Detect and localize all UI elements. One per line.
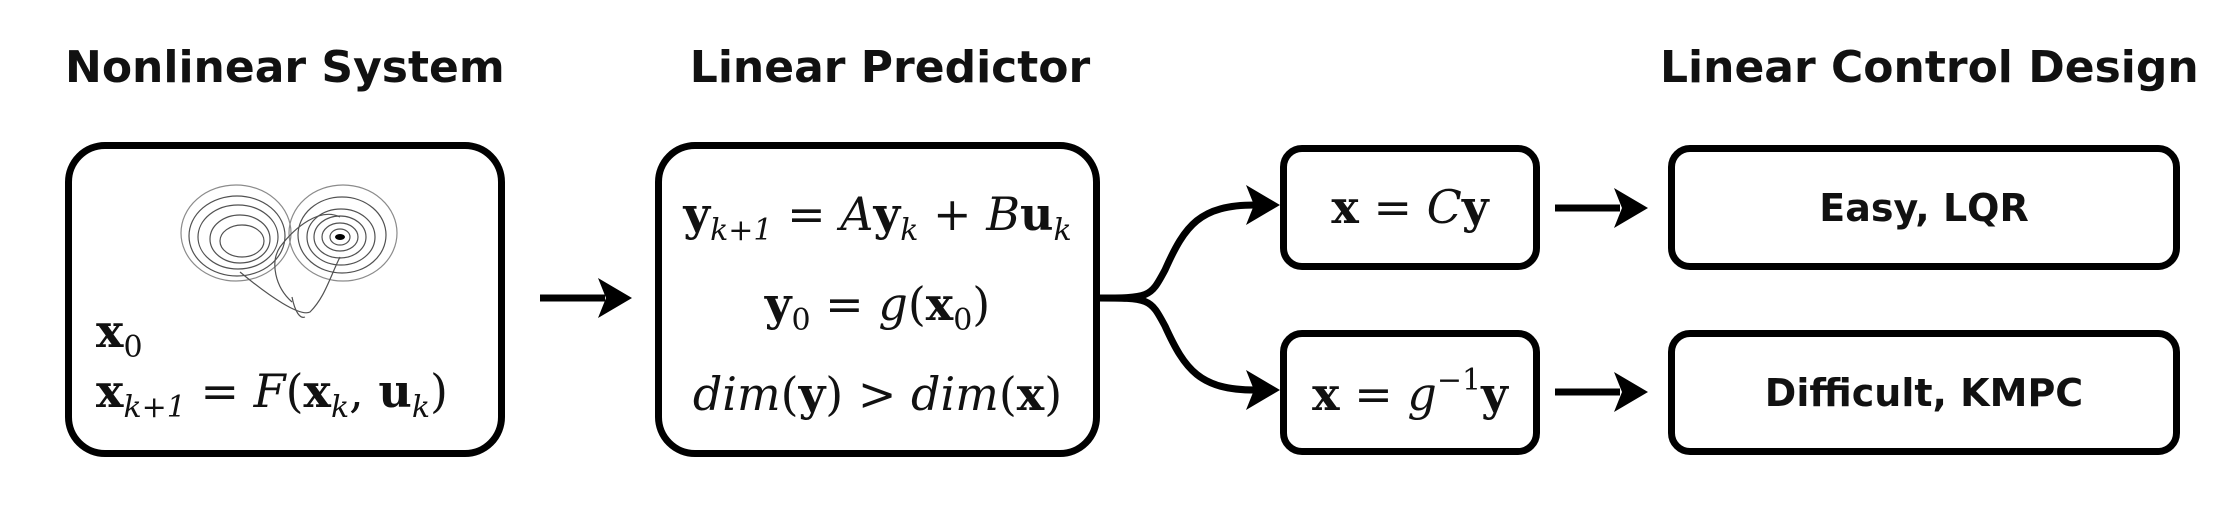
easy-lqr-box: Easy, LQR	[1668, 145, 2180, 270]
equation-initial-state: x0	[96, 304, 143, 365]
heading-linear-predictor: Linear Predictor	[689, 42, 1091, 93]
equation-lifted-initial-state: y0 = g(x0)	[764, 277, 991, 338]
difficult-kmpc-box: Difficult, KMPC	[1668, 330, 2180, 455]
difficult-kmpc-label: Difficult, KMPC	[1764, 371, 2084, 415]
heading-nonlinear-system: Nonlinear System	[65, 42, 505, 93]
equation-inverse-output-map: x = g−1y	[1312, 363, 1508, 421]
equation-linear-output-map: x = Cy	[1331, 180, 1489, 234]
linear-predictor-box: yk+1 = Ayk + Buk y0 = g(x0) dim(y) > dim…	[655, 142, 1100, 457]
arrow-split-upper	[1094, 201, 1256, 302]
equation-nonlinear-dynamics: xk+1 = F(xk, uk)	[96, 364, 448, 425]
output-map-nonlinear-box: x = g−1y	[1280, 330, 1540, 455]
heading-linear-control-design: Linear Control Design	[1660, 42, 2199, 93]
easy-lqr-label: Easy, LQR	[1819, 186, 2029, 230]
equation-linear-dynamics: yk+1 = Ayk + Buk	[683, 187, 1072, 248]
arrow-split-lower	[1094, 294, 1256, 394]
output-map-linear-box: x = Cy	[1280, 145, 1540, 270]
nonlinear-system-box: x0 xk+1 = F(xk, uk)	[65, 142, 505, 457]
equation-dimension-inequality: dim(y) > dim(x)	[692, 367, 1063, 421]
lorenz-attractor-image	[180, 184, 398, 318]
